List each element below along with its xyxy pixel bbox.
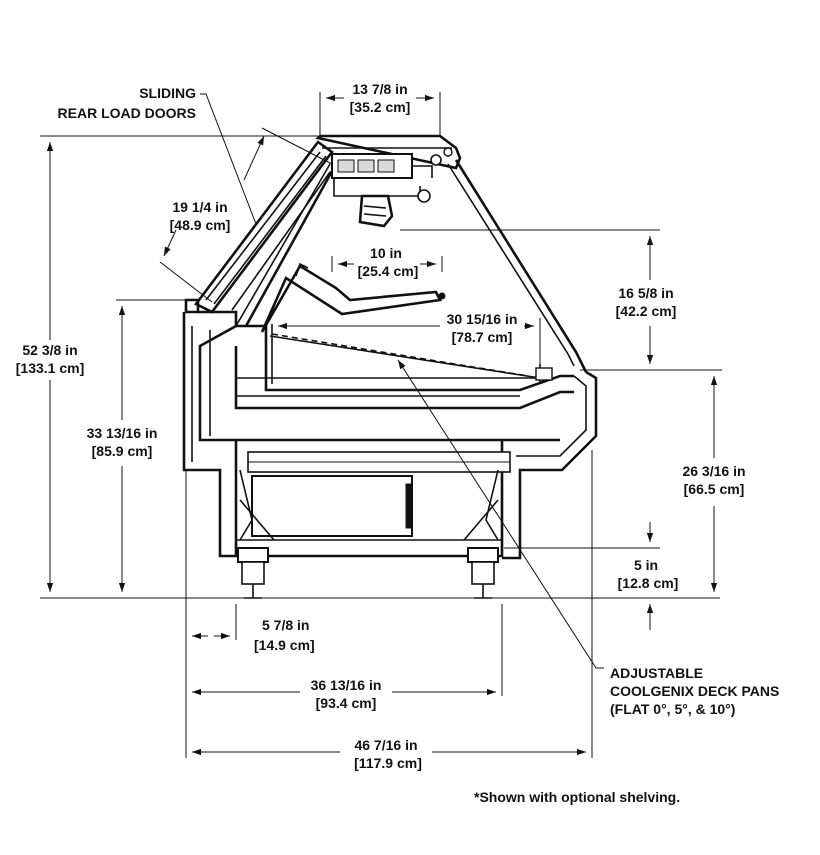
dim-deck-depth-cm: [78.7 cm] <box>452 329 513 345</box>
dim-glass-height-in: 16 5/8 in <box>618 285 673 301</box>
case-body <box>182 134 598 599</box>
dim-rear-height-cm: [85.9 cm] <box>92 443 153 459</box>
rear-load-doors <box>194 140 446 333</box>
dim-top-width-cm: [35.2 cm] <box>350 99 411 115</box>
dim-leg-height-in: 5 in <box>634 557 658 573</box>
footnote: *Shown with optional shelving. <box>474 789 680 805</box>
sliding-doors-label-1: SLIDING <box>139 85 196 101</box>
dim-shelf-depth-cm: [25.4 cm] <box>358 263 419 279</box>
deck-pans-label-2: COOLGENIX DECK PANS <box>610 683 779 699</box>
dim-top-width-in: 13 7/8 in <box>352 81 407 97</box>
dim-shelf-depth-in: 10 in <box>370 245 402 261</box>
dim-base-depth-in: 36 13/16 in <box>311 677 382 693</box>
dim-overall-depth-cm: [117.9 cm] <box>354 755 422 771</box>
dim-rear-offset-cm: [14.9 cm] <box>254 637 315 653</box>
overhead-assembly <box>331 147 453 228</box>
dim-overall-depth-in: 46 7/16 in <box>354 737 417 753</box>
dim-glass-height-cm: [42.2 cm] <box>616 303 677 319</box>
dim-overall-height-cm: [133.1 cm] <box>16 360 84 376</box>
dim-door-length-cm: [48.9 cm] <box>170 217 231 233</box>
dim-front-height-cm: [66.5 cm] <box>684 481 745 497</box>
sliding-doors-label-2: REAR LOAD DOORS <box>58 105 196 121</box>
dim-front-height-in: 26 3/16 in <box>682 463 745 479</box>
dim-leg-height-cm: [12.8 cm] <box>618 575 679 591</box>
dim-base-depth-cm: [93.4 cm] <box>316 695 377 711</box>
dim-rear-height-in: 33 13/16 in <box>87 425 158 441</box>
dimension-labels: 13 7/8 in [35.2 cm] 19 1/4 in [48.9 cm] … <box>16 81 746 771</box>
dim-deck-depth-in: 30 15/16 in <box>447 311 518 327</box>
dim-overall-height-in: 52 3/8 in <box>22 342 77 358</box>
dim-door-length-in: 19 1/4 in <box>172 199 227 215</box>
dimension-lines <box>40 92 722 758</box>
callout-labels: SLIDING REAR LOAD DOORS ADJUSTABLE COOLG… <box>58 85 780 717</box>
deck-pans-label-3: (FLAT 0°, 5°, & 10°) <box>610 701 735 717</box>
callout-leaders <box>200 93 604 669</box>
deck-pans-label-1: ADJUSTABLE <box>610 665 703 681</box>
dim-rear-offset-in: 5 7/8 in <box>262 617 309 633</box>
